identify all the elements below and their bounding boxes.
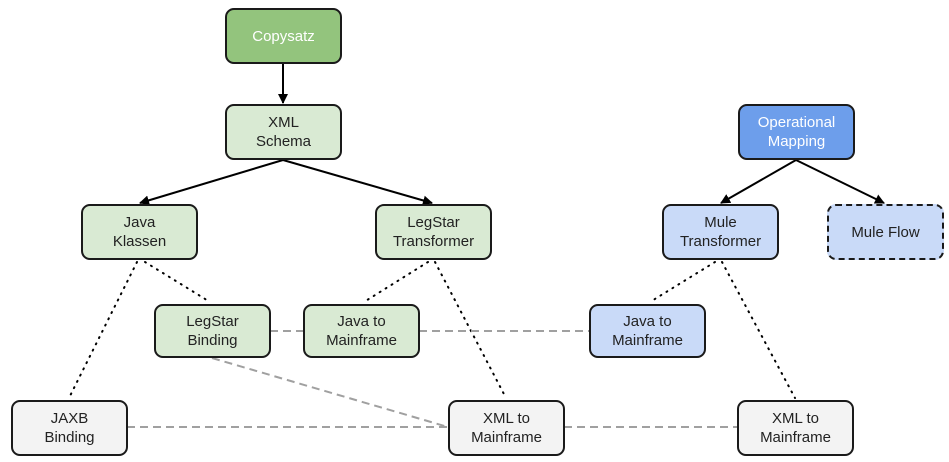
- edge-xml-schema-java-klassen: [139, 159, 284, 206]
- node-mule-flow[interactable]: Mule Flow: [827, 204, 944, 260]
- edge-java-klassen-jaxb-binding: [68, 261, 138, 399]
- node-copysatz[interactable]: Copysatz: [225, 8, 342, 64]
- node-mule-transformer[interactable]: Mule Transformer: [662, 204, 779, 260]
- node-xml-to-mainframe-right[interactable]: XML to Mainframe: [737, 400, 854, 456]
- node-jaxb-binding[interactable]: JAXB Binding: [11, 400, 128, 456]
- node-java-to-mainframe-blue[interactable]: Java to Mainframe: [589, 304, 706, 358]
- edge-mule-transformer-xml-to-mainframe: [721, 261, 796, 399]
- node-operational-mapping[interactable]: Operational Mapping: [738, 104, 855, 160]
- edge-operational-mapping-mule-flow: [795, 159, 885, 204]
- node-legstar-binding[interactable]: LegStar Binding: [154, 304, 271, 358]
- edge-mule-transformer-java-to-mainframe: [649, 261, 716, 303]
- node-java-to-mainframe-green[interactable]: Java to Mainframe: [303, 304, 420, 358]
- edge-legstar-transformer-java-to-mainframe: [363, 261, 429, 303]
- node-xml-schema[interactable]: XML Schema: [225, 104, 342, 160]
- node-legstar-transformer[interactable]: LegStar Transformer: [375, 204, 492, 260]
- edge-operational-mapping-mule-transformer: [720, 159, 797, 204]
- edge-xml-schema-legstar-transformer: [282, 159, 433, 206]
- edge-java-klassen-legstar-binding: [144, 261, 211, 303]
- edge-legstar-transformer-xml-to-mainframe: [434, 261, 507, 399]
- node-xml-to-mainframe-mid[interactable]: XML to Mainframe: [448, 400, 565, 456]
- node-java-klassen[interactable]: Java Klassen: [81, 204, 198, 260]
- edge-legstar-binding-xml-to-mainframe: [211, 357, 449, 428]
